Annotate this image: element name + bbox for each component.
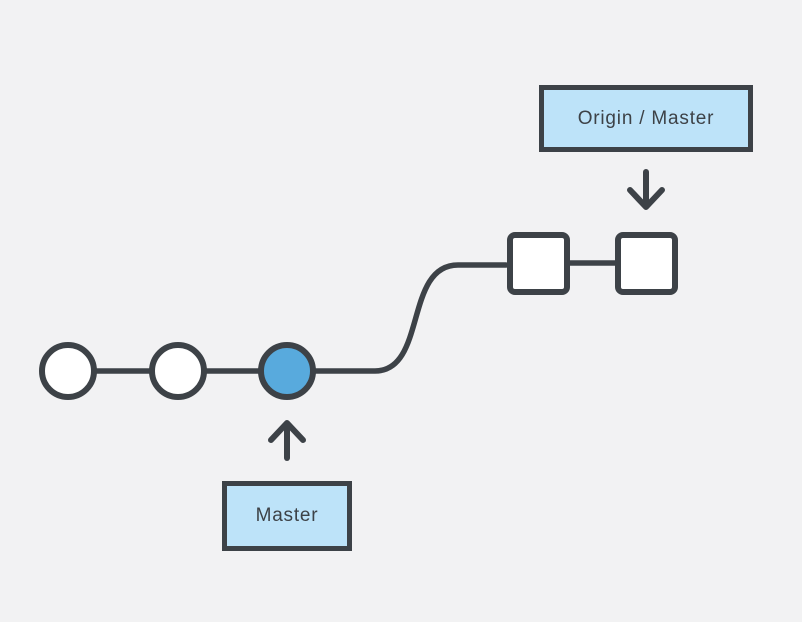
commit-node-1 — [39, 342, 97, 400]
remote-commit-node-1 — [507, 232, 570, 295]
commit-node-2 — [149, 342, 207, 400]
origin-master-label: Origin / Master — [539, 85, 753, 152]
origin-master-label-text: Origin / Master — [577, 107, 715, 129]
master-label: Master — [222, 481, 352, 551]
arrow-up-icon — [268, 420, 306, 461]
branch-curve-edge — [311, 262, 509, 374]
commit-node-master-highlighted — [258, 342, 316, 400]
arrow-down-icon — [627, 169, 665, 210]
remote-commit-node-2 — [615, 232, 678, 295]
master-label-text: Master — [255, 505, 319, 526]
